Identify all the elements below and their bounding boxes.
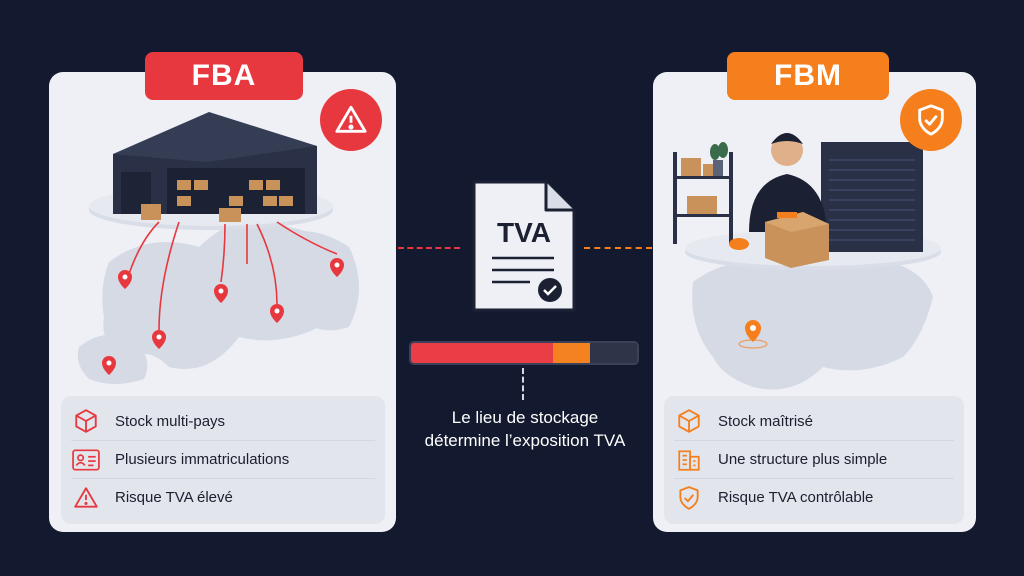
fbm-connector: [584, 247, 652, 249]
box-icon: [71, 406, 101, 436]
feature-text: Risque TVA élevé: [115, 489, 233, 506]
warning-icon: [71, 483, 101, 513]
tva-document: TVA: [470, 178, 578, 319]
document-label: TVA: [497, 217, 551, 248]
fba-warehouse-europe-illustration: [77, 112, 359, 384]
fbm-label: FBM: [727, 52, 889, 100]
gauge-segment-high: [411, 343, 554, 363]
list-item: Une structure plus simple: [674, 440, 954, 478]
list-item: Stock maîtrisé: [674, 402, 954, 440]
feature-text: Une structure plus simple: [718, 451, 888, 468]
caption-line-2: détermine l’exposition TVA: [424, 431, 626, 450]
fbm-feature-list: Stock maîtrisé Une structure plus simple…: [664, 396, 964, 524]
caption-line-1: Le lieu de stockage: [451, 408, 599, 427]
list-item: Risque TVA contrôlable: [674, 478, 954, 516]
fba-connector: [398, 247, 460, 249]
feature-text: Stock maîtrisé: [718, 412, 814, 430]
caption-connector: [522, 368, 524, 400]
feature-text: Stock multi-pays: [115, 412, 226, 430]
caption: Le lieu de stockage détermine l’expositi…: [400, 406, 650, 452]
document-icon: TVA: [472, 180, 576, 312]
shield-check-badge-icon: [900, 89, 962, 151]
list-item: Risque TVA élevé: [71, 478, 375, 516]
list-item: Plusieurs immatriculations: [71, 440, 375, 478]
fbm-seller-illustration: [673, 133, 941, 390]
shield-check-icon: [674, 483, 704, 513]
vat-exposure-gauge: [409, 341, 639, 365]
list-item: Stock multi-pays: [71, 402, 375, 440]
gauge-segment-medium: [553, 343, 590, 363]
gauge-segment-low: [589, 343, 637, 363]
feature-text: Plusieurs immatriculations: [115, 451, 290, 468]
feature-text: Risque TVA contrôlable: [718, 489, 874, 506]
fba-label: FBA: [145, 52, 303, 100]
fba-feature-list: Stock multi-pays Plusieurs immatriculati…: [61, 396, 385, 524]
warning-badge-icon: [320, 89, 382, 151]
fba-card: [49, 72, 396, 532]
box-icon: [674, 406, 704, 436]
id-card-icon: [71, 445, 101, 475]
building-icon: [674, 445, 704, 475]
